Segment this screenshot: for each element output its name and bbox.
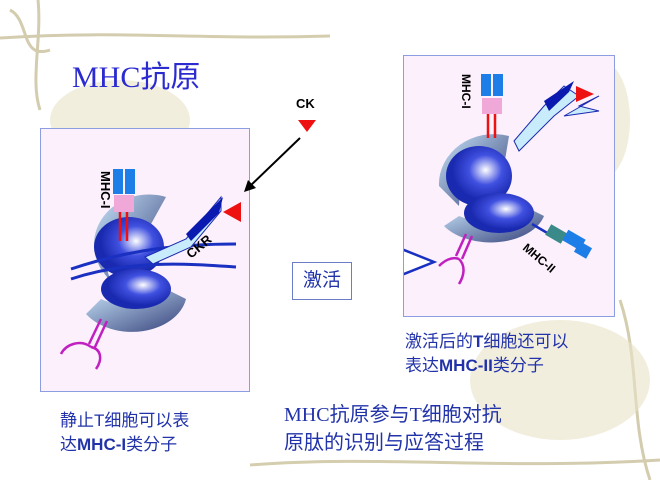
right-caption-bold: T [473, 332, 484, 351]
mhc1-stalk [118, 212, 129, 241]
mhc2-label: MHC-II [520, 241, 558, 276]
mhc1-beta2m [114, 195, 134, 212]
mhc2-stalk [531, 222, 550, 236]
right-caption-text: 表达 [405, 356, 439, 375]
activated-t-cell-panel: MHC-I MHC-II [392, 55, 615, 317]
mhc1-alpha-domain [481, 74, 491, 96]
cd-molecule [438, 233, 474, 285]
antigen-triangle-outline [392, 244, 438, 280]
left-caption-text: 类分子 [126, 435, 178, 454]
ck-triangle [298, 120, 316, 132]
ckr-dark-band [186, 197, 223, 241]
ckr-receptor [144, 195, 222, 265]
cell-body [94, 217, 164, 277]
left-caption-line1: 静止T细胞可以表 [60, 411, 190, 430]
ckr-dark-band [544, 81, 574, 111]
cell-body [464, 193, 534, 233]
cytokine-triangle [223, 202, 241, 222]
center-caption-line1: MHC抗原参与T细胞对抗 [284, 404, 502, 426]
resting-t-cell-panel: MHC-I CKR [40, 128, 250, 392]
left-caption: 静止T细胞可以表 达MHC-I类分子 [60, 409, 189, 457]
right-caption-text: 激活后的 [405, 332, 473, 351]
mhc1-alpha-domain [493, 74, 503, 96]
mhc1-beta2m [482, 98, 502, 114]
ck-arrow-graphic [244, 120, 316, 192]
activated-t-cell-diagram: MHC-I MHC-II [392, 74, 600, 285]
center-caption: MHC抗原参与T细胞对抗 原肽的识别与应答过程 [284, 401, 502, 457]
left-caption-bold: MHC-I [77, 435, 127, 454]
cell-body [446, 146, 512, 206]
right-caption-text: 类分子 [492, 356, 544, 375]
arrow-head-icon [244, 180, 256, 192]
mhc2-beta-domain [545, 224, 567, 244]
cell-membrane-shape [93, 194, 166, 289]
mhc1-alpha-domain [125, 169, 135, 194]
arrow-line [247, 137, 301, 189]
right-caption-text: 细胞还可以 [483, 332, 569, 351]
cytokine-triangle [576, 86, 594, 102]
mhc2-alpha-domain [573, 241, 593, 259]
mhc1-label: MHC-I [459, 74, 473, 109]
center-caption-line2: 原肽的识别与应答过程 [284, 432, 484, 454]
mhc1-label: MHC-I [98, 171, 113, 209]
page-title: MHC抗原 [72, 61, 201, 94]
mhc1-stalk [486, 114, 497, 138]
ckr-receptor [513, 85, 580, 152]
cd-molecule [59, 318, 109, 370]
left-caption-text: 达 [60, 435, 77, 454]
mhc1-alpha-domain [113, 169, 123, 194]
ckr-receptor-arm [563, 95, 600, 117]
right-caption-bold: MHC-II [439, 356, 493, 375]
activation-label: 激活 [292, 262, 352, 300]
right-caption: 激活后的T细胞还可以 表达MHC-II类分子 [405, 330, 568, 378]
tcr-lines [70, 242, 237, 281]
resting-t-cell-diagram: MHC-I CKR [59, 169, 241, 370]
cell-body [101, 269, 171, 309]
ck-label: CK [296, 96, 315, 111]
